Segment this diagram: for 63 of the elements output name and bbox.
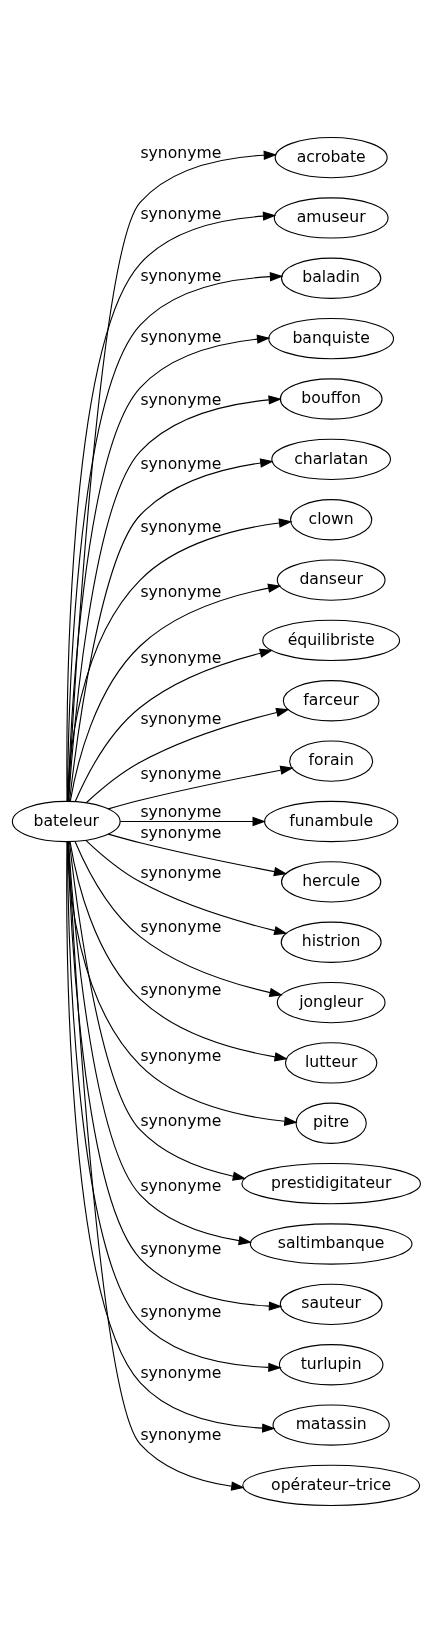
edge-label: synonyme — [140, 1301, 222, 1321]
edge-label: synonyme — [140, 1045, 222, 1065]
edge-label: synonyme — [140, 1363, 222, 1383]
node-ellipse: banquiste — [268, 318, 395, 360]
edge-label: synonyme — [140, 204, 222, 224]
edge-label: synonyme — [140, 142, 222, 162]
arrow — [107, 765, 294, 810]
node-ellipse: saltimbanque — [249, 1223, 413, 1265]
node-ellipse: turlupin — [278, 1344, 384, 1386]
arrow — [69, 841, 288, 1062]
node-ellipse: opérateur–trice — [242, 1464, 421, 1507]
arrow — [68, 395, 282, 802]
edge-label: synonyme — [140, 453, 222, 473]
node-ellipse: baladin — [281, 257, 382, 299]
edge-label: synonyme — [140, 802, 222, 822]
arrow — [74, 840, 283, 998]
arrow — [68, 458, 274, 802]
node-ellipse: lutteur — [284, 1042, 378, 1084]
arrow — [119, 816, 266, 827]
arrow — [66, 518, 293, 802]
node-ellipse: forain — [289, 740, 374, 782]
node-ellipse: bouffon — [279, 378, 383, 420]
arrow — [68, 841, 247, 1181]
edge-label: synonyme — [140, 862, 222, 882]
node-ellipse: équilibriste — [262, 619, 401, 662]
node-ellipse: histrion — [280, 921, 382, 963]
arrow — [74, 648, 274, 802]
edge-label: synonyme — [140, 327, 222, 347]
arrow — [107, 833, 288, 877]
node-ellipse: funambule — [264, 800, 399, 843]
node-ellipse: matassin — [272, 1404, 390, 1446]
node-ellipse: amuseur — [273, 197, 389, 239]
edge-label: synonyme — [140, 1175, 222, 1195]
edge-label: synonyme — [140, 917, 222, 937]
arrow — [67, 841, 253, 1246]
arrow — [85, 707, 290, 804]
arrow — [85, 839, 288, 936]
node-ellipse: acrobate — [274, 136, 388, 179]
node-ellipse: jongleur — [276, 981, 386, 1024]
edge-label: synonyme — [140, 709, 222, 729]
edge-label: synonyme — [140, 389, 222, 409]
node-ellipse: pitre — [295, 1102, 367, 1144]
node-ellipse: sauteur — [279, 1283, 383, 1325]
edge-label: synonyme — [140, 1424, 222, 1444]
arrow — [67, 334, 271, 802]
node-ellipse: clown — [290, 499, 373, 541]
arrow — [67, 841, 245, 1491]
arrow — [69, 583, 282, 802]
edge-label: synonyme — [140, 648, 222, 668]
node-ellipse: bateleur — [11, 800, 121, 843]
edge-label: synonyme — [140, 979, 222, 999]
edge-label: synonyme — [140, 582, 222, 602]
node-ellipse: farceur — [282, 680, 380, 722]
node-ellipse: hercule — [281, 861, 382, 903]
edge-label: synonyme — [140, 1110, 222, 1130]
node-ellipse: prestidigitateur — [241, 1162, 421, 1205]
node-ellipse: charlatan — [271, 438, 392, 481]
edge-label: synonyme — [140, 823, 222, 843]
edge-label: synonyme — [140, 265, 222, 285]
edge-label: synonyme — [140, 517, 222, 537]
node-ellipse: danseur — [276, 559, 386, 601]
edge-label: synonyme — [140, 764, 222, 784]
edge-label: synonyme — [140, 1239, 222, 1259]
